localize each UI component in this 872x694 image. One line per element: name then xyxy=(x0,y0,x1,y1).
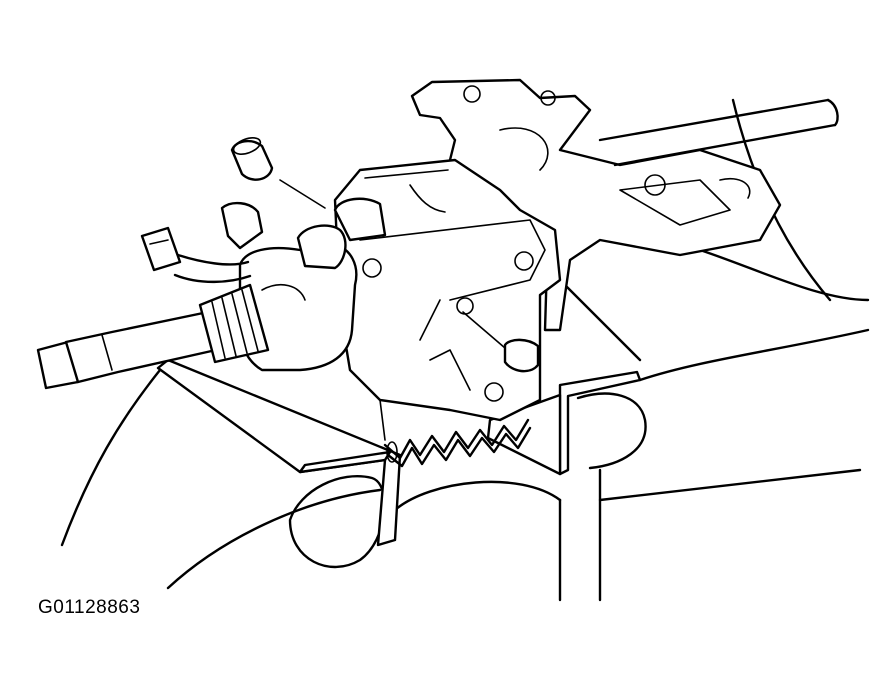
dashboard-body-outline xyxy=(60,98,870,602)
rubber-boot-bellows xyxy=(198,283,270,364)
sleeve-bushing xyxy=(230,137,326,209)
pin-bolt xyxy=(462,311,540,373)
tilt-spring xyxy=(383,418,532,468)
column-housing xyxy=(333,158,562,441)
steering-shaft xyxy=(36,310,218,390)
wiring-harness-connector xyxy=(140,201,264,284)
lock-housing xyxy=(238,197,387,372)
intermediate-shaft xyxy=(598,98,839,167)
figure-id-label: G01128863 xyxy=(38,597,141,618)
